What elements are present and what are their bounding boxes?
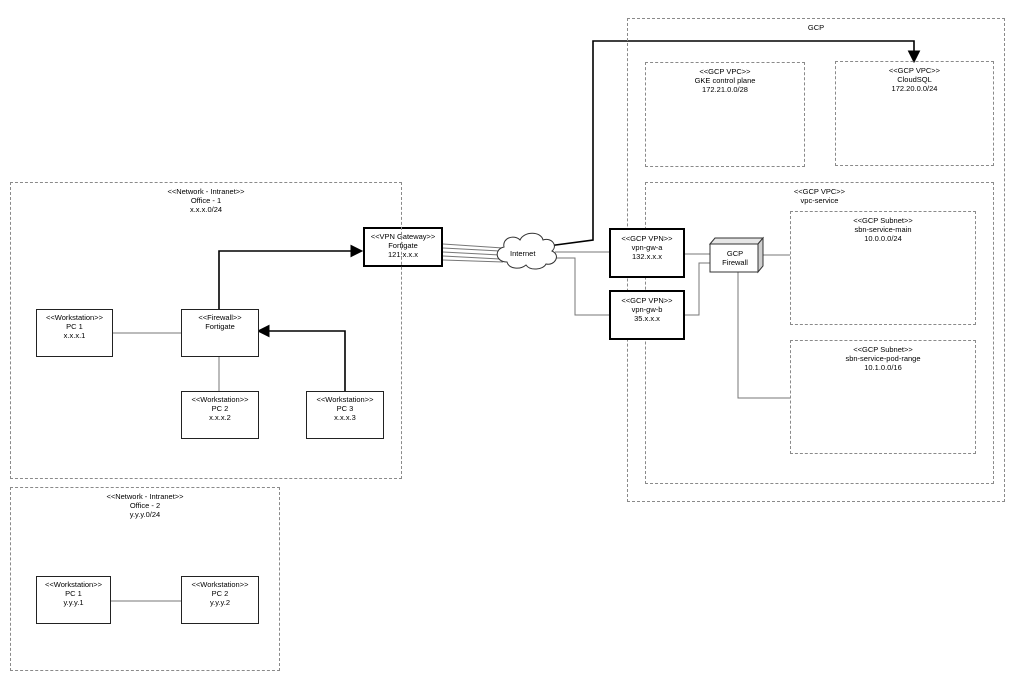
internet-label: Internet	[510, 249, 536, 258]
vpn-gw-a-node[interactable]: <<GCP VPN>> vpn-gw-a 132.x.x.x	[609, 228, 685, 278]
office1-firewall-fortigate[interactable]: <<Firewall>> Fortigate	[181, 309, 259, 357]
vpc-cloudsql: <<GCP VPC>> CloudSQL 172.20.0.0/24	[835, 61, 994, 166]
vpn-gateway-fortigate[interactable]: <<VPN Gateway>> Fortigate 121.x.x.x	[363, 227, 443, 267]
office1-workstation-pc3[interactable]: <<Workstation>> PC 3 x.x.x.3	[306, 391, 384, 439]
subnet-service-main: <<GCP Subnet>> sbn-service-main 10.0.0.0…	[790, 211, 976, 325]
office2-workstation-pc1[interactable]: <<Workstation>> PC 1 y.y.y.1	[36, 576, 111, 624]
office2-workstation-pc2[interactable]: <<Workstation>> PC 2 y.y.y.2	[181, 576, 259, 624]
vpn-gw-b-node[interactable]: <<GCP VPN>> vpn-gw-b 35.x.x.x	[609, 290, 685, 340]
office1-workstation-pc1[interactable]: <<Workstation>> PC 1 x.x.x.1	[36, 309, 113, 357]
office-1-network: <<Network - Intranet>> Office - 1 x.x.x.…	[10, 182, 402, 479]
office-2-network: <<Network - Intranet>> Office - 2 y.y.y.…	[10, 487, 280, 671]
gcp-firewall-label: GCP Firewall	[722, 249, 748, 267]
office1-workstation-pc2[interactable]: <<Workstation>> PC 2 x.x.x.2	[181, 391, 259, 439]
subnet-service-pod-range: <<GCP Subnet>> sbn-service-pod-range 10.…	[790, 340, 976, 454]
gcp-title: GCP	[807, 23, 825, 32]
vpc-gke-control-plane: <<GCP VPC>> GKE control plane 172.21.0.0…	[645, 62, 805, 167]
